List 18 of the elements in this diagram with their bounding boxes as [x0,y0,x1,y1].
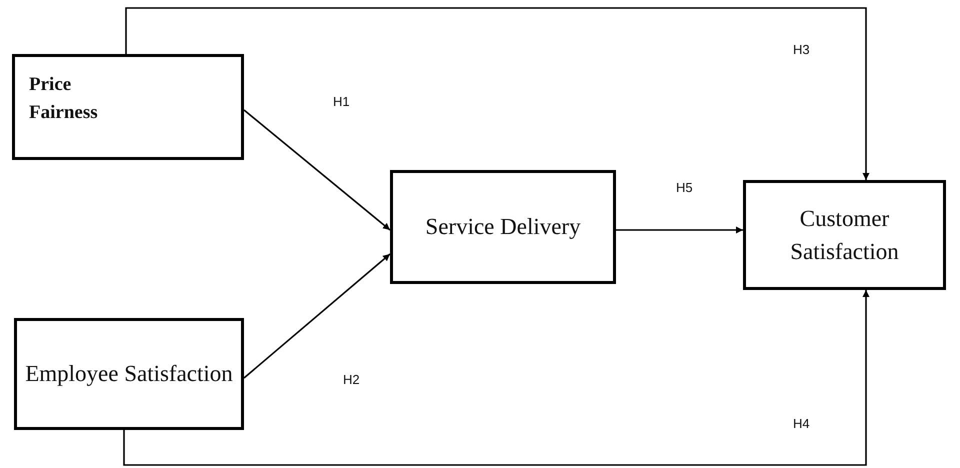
arrow [123,290,870,466]
arrow [243,253,391,379]
construct-box [14,318,244,430]
arrow [616,226,743,234]
arrow [244,109,390,231]
construct-label: Service Delivery [425,213,581,242]
construct-label: Employee Satisfaction [25,360,233,388]
hypothesis-label: H3 [792,42,811,57]
construct-box [390,170,616,284]
hypothesis-label: H1 [332,94,351,109]
hypothesis-label: H4 [792,416,811,431]
construct-label: Price Fairness [29,73,99,125]
construct-label: Customer Satisfaction [789,204,900,266]
construct-box [12,54,244,160]
construct-box [743,180,946,290]
arrow [125,7,870,180]
hypothesis-label: H2 [342,372,361,387]
hypothesis-label: H5 [675,180,694,195]
